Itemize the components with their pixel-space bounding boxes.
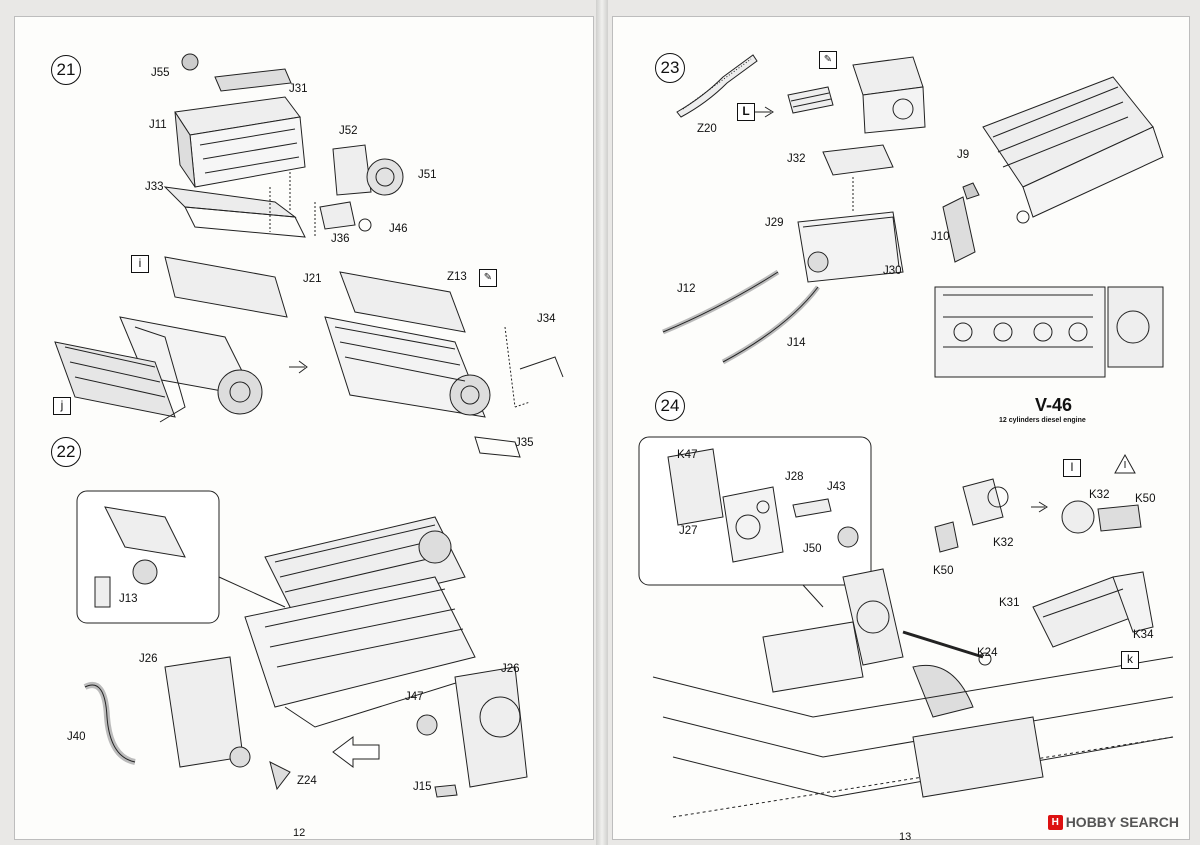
part-label: J43 <box>827 481 846 493</box>
glue-icon: ✎ <box>479 269 497 287</box>
engine-assembled-drawing-21 <box>324 271 564 458</box>
gasket-drawing <box>676 54 834 118</box>
inset-frame-22 <box>76 490 286 624</box>
engine-large-drawing-22 <box>244 516 476 728</box>
watermark: H HOBBY SEARCH <box>1047 814 1179 830</box>
arrow-right-icon-21 <box>289 360 308 374</box>
part-label: J55 <box>151 67 170 79</box>
timing-case-drawing-right <box>416 666 528 798</box>
hull-floor-drawing <box>652 656 1174 818</box>
engine-front-view-drawing <box>934 286 1164 378</box>
page-number: 13 <box>899 831 912 843</box>
transmission-drawing <box>762 568 992 718</box>
filter-housing-top-drawing <box>852 56 926 134</box>
step-21-22-line-art <box>54 53 564 798</box>
engine-side-drawing-23 <box>942 76 1164 263</box>
step-23-24-line-art <box>638 54 1174 818</box>
intake-pipes-drawing <box>662 269 820 365</box>
part-label: J28 <box>785 471 804 483</box>
part-label: J32 <box>787 153 806 165</box>
intake-manifold-drawing <box>163 53 306 238</box>
engine-half-drawing-left <box>54 256 288 423</box>
pump-drawing <box>269 144 404 237</box>
sub-marker-l: l <box>1063 459 1081 477</box>
part-label: J52 <box>339 125 358 137</box>
page-number: 12 <box>293 827 306 839</box>
timing-case-drawing-left <box>83 656 291 791</box>
part-label: J51 <box>418 169 437 181</box>
part-label: J21 <box>303 273 322 285</box>
coupling-drawing <box>934 478 1142 553</box>
engine-caption: 12 cylinders diesel engine <box>999 417 1086 424</box>
part-label: J12 <box>677 283 696 295</box>
caution-icon <box>1114 453 1136 474</box>
part-label: J40 <box>67 731 86 743</box>
part-label: J26 <box>139 653 158 665</box>
sub-marker-j: j <box>53 397 71 415</box>
part-label: K47 <box>677 449 698 461</box>
part-label: Z13 <box>447 271 467 283</box>
page-13: 23 24 L ✎ l k Z20 J9 J32 J29 J10 J30 J12… <box>612 16 1190 843</box>
arrow-left-icon-22 <box>332 736 380 768</box>
fan-housing-drawing <box>1032 571 1154 648</box>
part-label: J15 <box>413 781 432 793</box>
part-label: K50 <box>1135 493 1156 505</box>
step-24-number: 24 <box>655 391 685 421</box>
watermark-text: HOBBY SEARCH <box>1065 814 1179 830</box>
part-label: K24 <box>977 647 998 659</box>
sub-marker-k: k <box>1121 651 1139 669</box>
part-label: K34 <box>1133 629 1154 641</box>
part-label: J35 <box>515 437 534 449</box>
glue-icon: ✎ <box>819 51 837 69</box>
sub-marker-L: L <box>737 103 755 121</box>
watermark-logo-icon: H <box>1047 814 1063 830</box>
sub-marker-i: i <box>131 255 149 273</box>
part-label: J14 <box>787 337 806 349</box>
part-label: J47 <box>405 691 424 703</box>
part-label: J10 <box>931 231 950 243</box>
part-label: Z24 <box>297 775 317 787</box>
part-label: J13 <box>119 593 138 605</box>
engine-name: V-46 <box>1035 395 1073 415</box>
page-12: 21 22 i j ✎ J55 J31 J11 J52 J51 J33 J36 … <box>14 16 594 840</box>
step-23-number: 23 <box>655 53 685 83</box>
part-label: J27 <box>679 525 698 537</box>
part-label: K32 <box>993 537 1014 549</box>
part-label: J9 <box>957 149 970 161</box>
part-label: K32 <box>1089 489 1110 501</box>
part-label: J36 <box>331 233 350 245</box>
part-label: J33 <box>145 181 164 193</box>
part-label: J11 <box>149 119 167 131</box>
part-label: J29 <box>765 217 784 229</box>
inset-frame-24 <box>638 436 872 608</box>
part-label: K50 <box>933 565 954 577</box>
air-filter-housing-drawing <box>797 144 904 283</box>
part-label: J30 <box>883 265 902 277</box>
part-label: K31 <box>999 597 1020 609</box>
part-label: J50 <box>803 543 822 555</box>
step-21-number: 21 <box>51 55 81 85</box>
part-label: J26 <box>501 663 520 675</box>
step-22-number: 22 <box>51 437 81 467</box>
part-label: J34 <box>537 313 556 325</box>
book-gutter <box>596 0 608 845</box>
part-label: J46 <box>389 223 408 235</box>
part-label: J31 <box>289 83 308 95</box>
part-label: Z20 <box>697 123 717 135</box>
